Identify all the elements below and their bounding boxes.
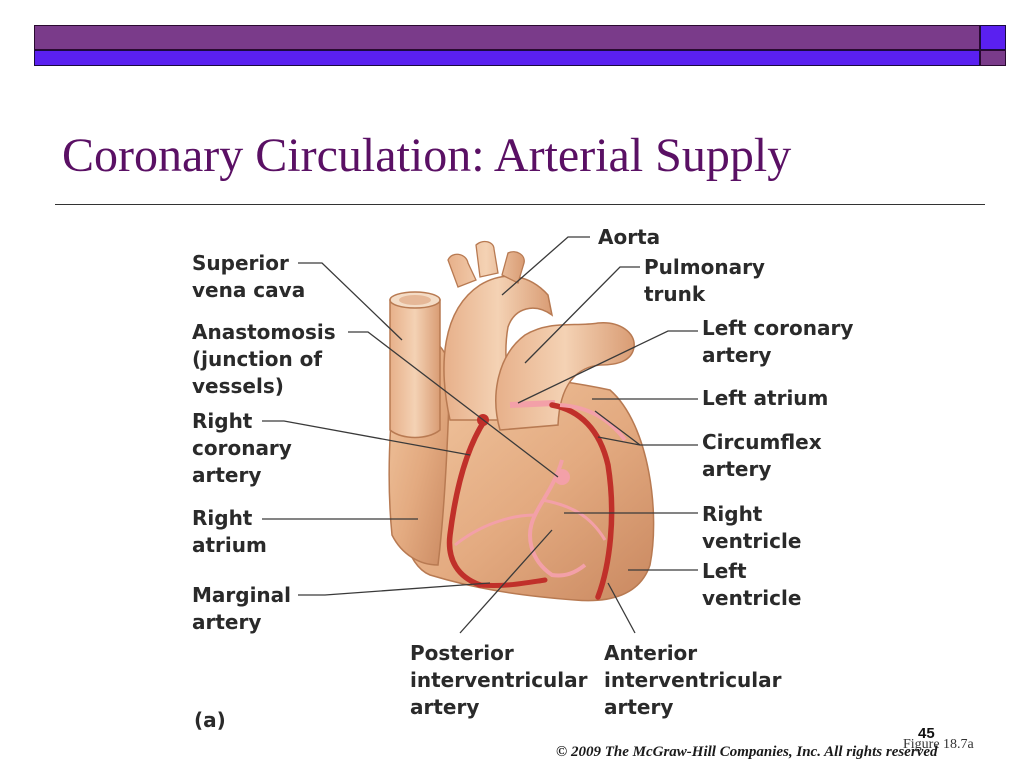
- slide-number: 45: [918, 725, 935, 742]
- leader-marginal-artery: [298, 582, 491, 596]
- heart-illustration: [388, 240, 655, 602]
- marginal-artery-vessel: [477, 577, 548, 589]
- leader-anastomosis: [348, 331, 559, 478]
- header-bar-blue: [34, 50, 980, 66]
- circumflex-artery-vessel: [559, 403, 627, 442]
- leader-right-coronary-artery: [262, 420, 471, 456]
- figure-reference: Figure 18.7a: [903, 737, 974, 752]
- label-left-ventricle: Left ventricle: [702, 559, 801, 610]
- label-marginal-artery: Marginal artery: [192, 583, 298, 634]
- label-pulmonary-trunk: Pulmonary trunk: [644, 255, 772, 306]
- label-anastomosis: Anastomosis (junction of vessels): [192, 320, 343, 398]
- label-circumflex-artery: Circumflex artery: [702, 430, 829, 481]
- header-corner-square-top: [980, 25, 1006, 50]
- header-corner-square-bottom: [980, 50, 1006, 66]
- label-anterior-interventricular-artery: Anterior interventricular artery: [604, 641, 788, 719]
- leader-circumflex-artery-b: [597, 436, 641, 446]
- label-superior-vena-cava: Superior vena cava: [192, 251, 305, 302]
- label-posterior-interventricular-artery: Posterior interventricular artery: [410, 641, 594, 719]
- anastomosis-knot: [554, 469, 570, 485]
- label-right-atrium: Right atrium: [192, 506, 267, 557]
- leader-aorta: [501, 236, 590, 296]
- leader-left-coronary-artery: [517, 330, 698, 404]
- left-coronary-artery-vessel: [509, 400, 556, 408]
- posterior-interventricular-vessel: [528, 459, 587, 578]
- aortic-branches: [447, 240, 525, 288]
- label-right-ventricle: Right ventricle: [702, 502, 801, 553]
- slide-title: Coronary Circulation: Arterial Supply: [62, 129, 792, 182]
- anterior-interventricular-vessel: [549, 402, 615, 600]
- title-divider: [55, 204, 985, 205]
- figure-panel-label: (a): [194, 708, 226, 732]
- label-left-atrium: Left atrium: [702, 386, 828, 410]
- leader-anterior-interventricular: [607, 582, 636, 634]
- right-coronary-artery-vessel: [446, 417, 488, 588]
- leader-posterior-interventricular: [459, 529, 553, 634]
- vena-cava-lumen: [399, 295, 431, 305]
- heart-figure: Aorta Superior vena cava Pulmonary trunk…: [192, 225, 860, 732]
- leader-pulmonary-trunk: [524, 266, 640, 364]
- header-bar-purple: [34, 25, 980, 50]
- label-aorta: Aorta: [598, 225, 660, 249]
- leader-lines: [262, 236, 698, 634]
- leader-superior-vena-cava: [298, 262, 403, 341]
- label-right-coronary-artery: Right coronary artery: [192, 409, 299, 487]
- copyright-notice: © 2009 The McGraw-Hill Companies, Inc. A…: [556, 744, 938, 760]
- label-left-coronary-artery: Left coronary artery: [702, 316, 860, 367]
- superior-vena-cava-shape: [389, 299, 441, 439]
